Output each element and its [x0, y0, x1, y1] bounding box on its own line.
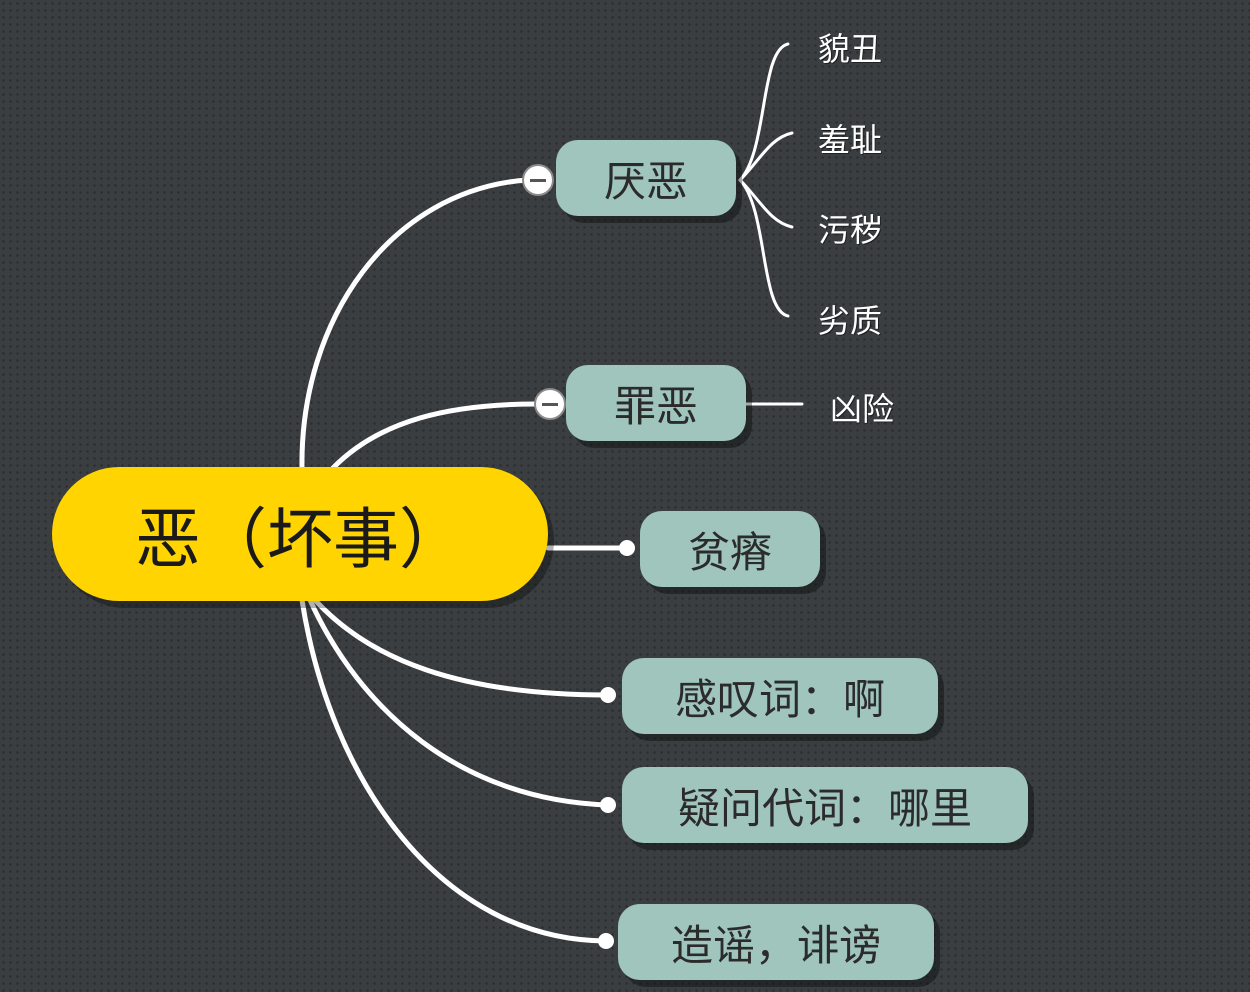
connector-leaf-2: [738, 131, 794, 182]
connector-end-dot: [600, 797, 616, 813]
connector-end-dot: [619, 540, 635, 556]
leaf-node[interactable]: 污秽: [818, 211, 883, 249]
leaf-node[interactable]: 貌丑: [818, 30, 883, 68]
connector-end-dot: [600, 687, 616, 703]
connector-branch-4: [312, 597, 611, 698]
leaf-node[interactable]: 羞耻: [818, 121, 883, 159]
branch-node-疑问代词[interactable]: 疑问代词：哪里: [622, 767, 1028, 843]
branch-node-厌恶[interactable]: 厌恶: [556, 140, 736, 216]
root-node[interactable]: 恶（坏事）: [52, 467, 548, 601]
collapse-icon[interactable]: [534, 388, 566, 420]
connector-leaf-4: [738, 178, 790, 318]
connector-branch-1: [299, 177, 530, 471]
connector-branch-2: [330, 401, 540, 471]
connector-branch-6: [299, 597, 609, 944]
branch-node-感叹词[interactable]: 感叹词：啊: [622, 658, 938, 734]
leaf-node[interactable]: 凶险: [830, 390, 895, 428]
connector-leaf-3: [738, 178, 794, 229]
leaf-node[interactable]: 劣质: [818, 302, 883, 340]
connector-branch-5: [307, 597, 611, 808]
connector-leaf-1: [738, 42, 790, 182]
branch-node-罪恶[interactable]: 罪恶: [566, 365, 746, 441]
collapse-icon[interactable]: [522, 164, 554, 196]
connector-end-dot: [598, 933, 614, 949]
branch-node-贫瘠[interactable]: 贫瘠: [640, 511, 820, 587]
branch-node-造谣诽谤[interactable]: 造谣，诽谤: [618, 904, 934, 980]
